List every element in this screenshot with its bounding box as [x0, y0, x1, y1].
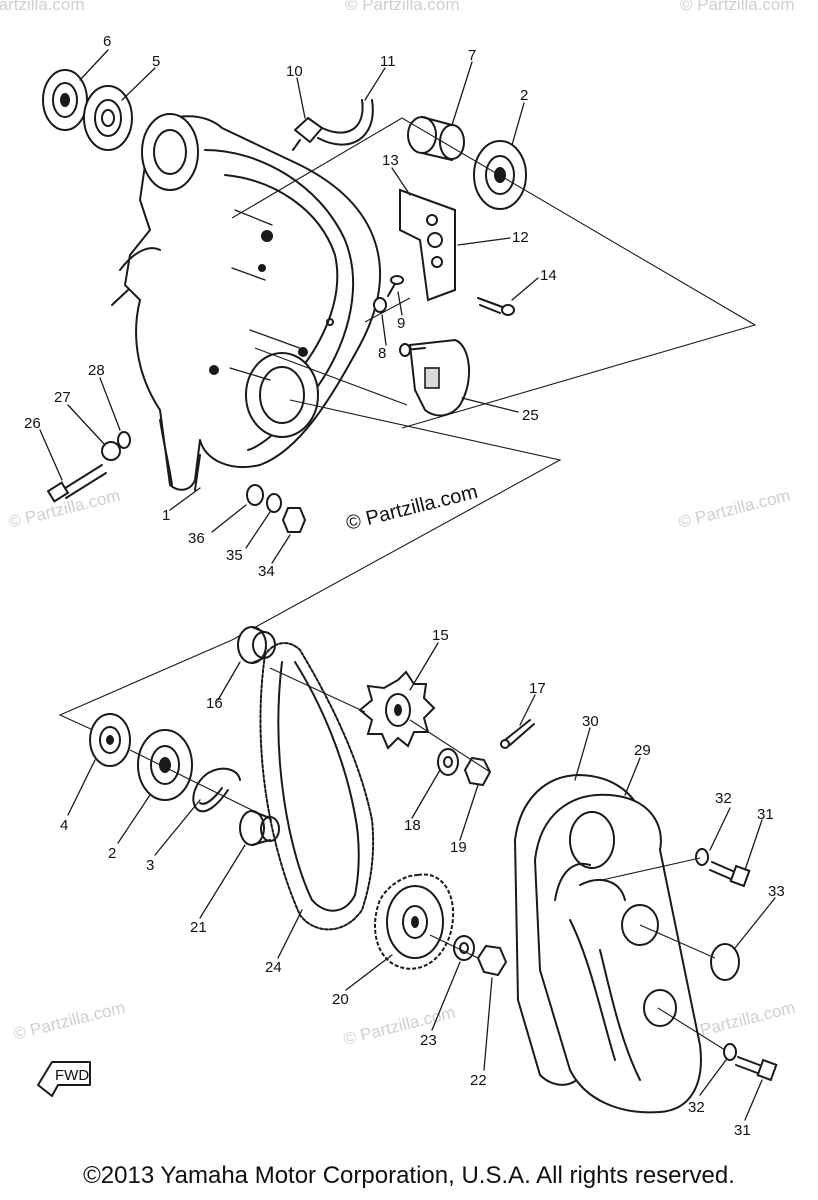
leader-lines [39, 49, 776, 1121]
callout-34: 34 [258, 563, 275, 580]
plug-33 [710, 943, 740, 981]
callout-16: 16 [206, 695, 223, 712]
washer-32-upper [695, 848, 709, 866]
fitting-10 [292, 117, 323, 151]
callout-5: 5 [152, 53, 160, 70]
callout-10: 10 [286, 63, 303, 80]
callout-27: 27 [54, 389, 71, 406]
bolt-14 [477, 297, 515, 316]
callout-35: 35 [226, 547, 243, 564]
nut-22 [476, 944, 508, 977]
hose-11 [317, 99, 374, 146]
watermark-faint: © Partzilla.com [676, 486, 792, 532]
nut-34 [281, 507, 307, 533]
callout-13: 13 [382, 152, 399, 169]
washer-36 [246, 484, 264, 506]
callout-30: 30 [582, 713, 599, 730]
bearing-4 [89, 713, 131, 767]
reference-line [429, 934, 479, 959]
callout-3: 3 [146, 857, 154, 874]
bearing-5 [83, 85, 133, 151]
watermark-faint: © Partzilla.com [680, 0, 795, 14]
bearing-16 [237, 626, 276, 664]
cotter-pin-17 [500, 719, 535, 749]
callout-19: 19 [450, 839, 467, 856]
chaincase-housing [111, 113, 381, 491]
callout-22: 22 [470, 1072, 487, 1089]
callout-9: 9 [397, 315, 405, 332]
callout-2-lower: 2 [108, 845, 116, 862]
callout-31-lower: 31 [734, 1122, 751, 1139]
nut-27 [101, 441, 121, 461]
washer-32-lower [723, 1043, 737, 1061]
spacer-21 [239, 810, 280, 846]
circlip-3 [192, 767, 241, 813]
fwd-arrow: FWD [37, 1061, 91, 1097]
callout-1: 1 [162, 507, 170, 524]
callout-15: 15 [432, 627, 449, 644]
fwd-label: FWD [55, 1067, 89, 1084]
callout-14: 14 [540, 267, 557, 284]
plate-13 [399, 188, 456, 302]
drive-sprocket-15 [358, 670, 436, 750]
exploded-view-diagram: © Partzilla.com © Partzilla.com © Partzi… [0, 0, 797, 1139]
washer-28 [117, 431, 131, 449]
nut-19 [463, 756, 492, 787]
callout-20: 20 [332, 991, 349, 1008]
washer-18 [437, 748, 459, 776]
watermark-partzilla: © Partzilla.com [344, 481, 480, 535]
washer-8 [373, 297, 387, 313]
tensioner-25 [399, 338, 471, 417]
callout-33: 33 [768, 883, 785, 900]
screw-9 [387, 275, 404, 297]
callout-labels: 6 5 10 11 7 2 13 12 14 9 8 25 28 27 26 1… [24, 33, 785, 1139]
callout-31: 31 [757, 806, 774, 823]
callout-11: 11 [380, 53, 396, 70]
washer-35 [266, 493, 282, 513]
callout-6: 6 [103, 33, 111, 50]
callout-18: 18 [404, 817, 421, 834]
bolt-26 [46, 464, 107, 503]
cover-gasket-30 [514, 774, 641, 1086]
driven-sprocket-20 [374, 873, 455, 970]
lower-reference-lines [129, 667, 491, 821]
callout-36: 36 [188, 530, 205, 547]
watermark-faint: © Partzilla.com [0, 0, 85, 14]
callout-8: 8 [378, 345, 386, 362]
watermark-faint: © Partzilla.com [11, 998, 127, 1044]
callout-23: 23 [420, 1032, 437, 1049]
callout-4: 4 [60, 817, 68, 834]
upper-reference-lines [58, 117, 757, 736]
callout-21: 21 [190, 919, 207, 936]
watermark-faint: © Partzilla.com [345, 0, 460, 14]
copyright-footer: ©2013 Yamaha Motor Corporation, U.S.A. A… [83, 1162, 735, 1189]
callout-26: 26 [24, 415, 41, 432]
bearing-2-lower [137, 729, 193, 801]
callout-32: 32 [715, 790, 732, 807]
drive-chain-24 [259, 642, 375, 931]
callout-2: 2 [520, 87, 528, 104]
callout-28: 28 [88, 362, 105, 379]
callout-17: 17 [529, 680, 546, 697]
callout-25: 25 [522, 407, 539, 424]
bolt-31-upper [709, 861, 751, 888]
bolt-31-lower [735, 1056, 778, 1082]
callout-29: 29 [634, 742, 651, 759]
callout-24: 24 [265, 959, 282, 976]
cover-reference-lines [601, 857, 726, 1051]
callout-12: 12 [512, 229, 529, 246]
chaincase-cover-29 [533, 793, 702, 1114]
callout-32-lower: 32 [688, 1099, 705, 1116]
callout-7: 7 [468, 47, 476, 64]
